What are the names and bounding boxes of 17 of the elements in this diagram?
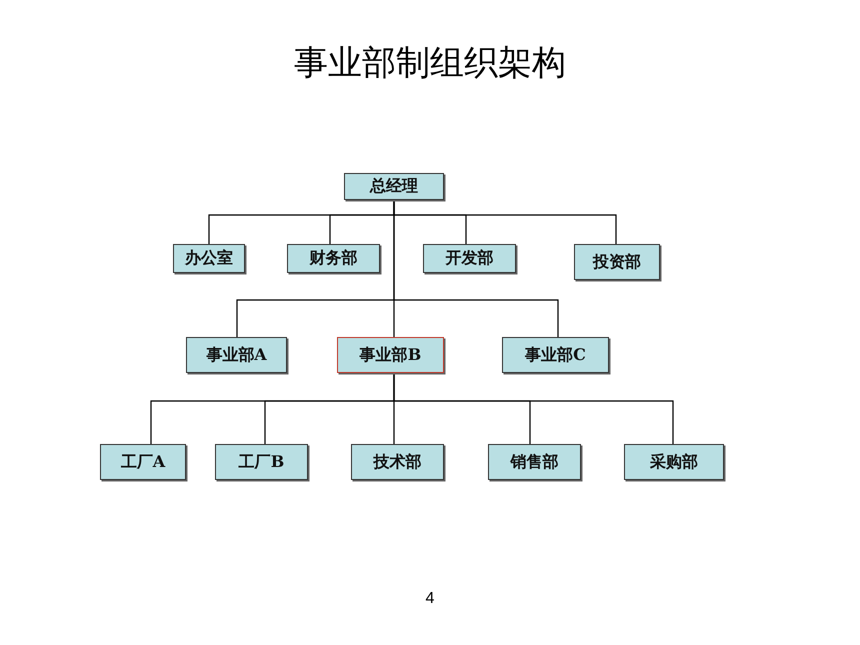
org-box: 事业部A: [186, 337, 287, 373]
connector-line: [393, 200, 559, 337]
org-box: 采购部: [624, 444, 724, 480]
org-box: 办公室: [173, 244, 245, 273]
page-number: 4: [424, 590, 436, 608]
org-box: 技术部: [351, 444, 444, 480]
org-box: 工厂B: [215, 444, 308, 480]
org-box: 事业部C: [502, 337, 609, 373]
org-box: 开发部: [423, 244, 516, 273]
org-box: 投资部: [574, 244, 660, 280]
org-box: 销售部: [488, 444, 581, 480]
org-box: 事业部B: [337, 337, 444, 373]
org-box: 财务部: [287, 244, 380, 273]
title: 事业部制组织架构: [293, 42, 567, 85]
connector-line: [393, 373, 674, 444]
org-box: 工厂A: [100, 444, 186, 480]
org-box: 总经理: [344, 173, 444, 200]
